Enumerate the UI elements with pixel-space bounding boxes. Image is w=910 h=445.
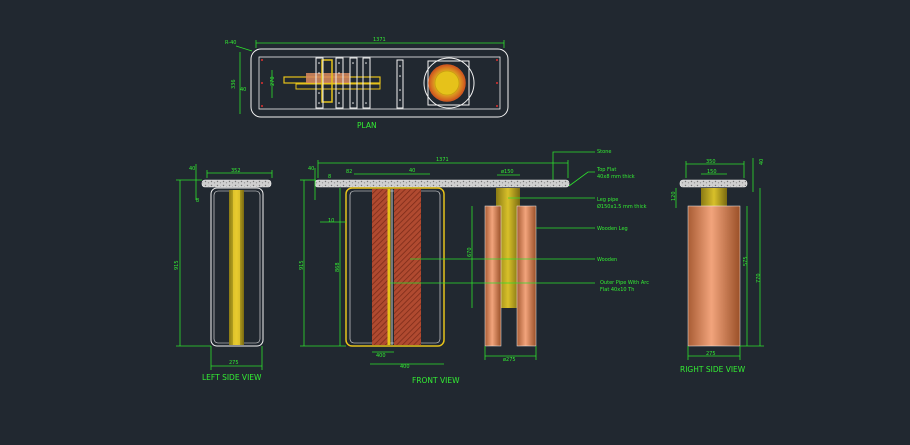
right-wooden-leg: [687, 205, 741, 347]
right-leg-pipe: [701, 188, 727, 208]
left-title: LEFT SIDE VIEW: [202, 373, 262, 382]
front-dim-thk: 40: [308, 166, 314, 172]
callout-outer-pipe-1: Outer Pipe With Arc: [600, 280, 649, 286]
callout-leg-pipe-1: Leg pipe: [597, 197, 618, 203]
front-title: FRONT VIEW: [412, 376, 460, 385]
left-dim-height: 915: [174, 260, 180, 270]
plan-inner-outline: [258, 56, 501, 110]
front-dim-a: 8: [328, 174, 331, 180]
front-view: 1371 40 8 82 40 ø150 915 868 10 400 400 …: [299, 157, 570, 385]
plan-title: PLAN: [357, 121, 377, 130]
front-dim-length: 1371: [436, 157, 449, 163]
left-frame: [210, 187, 264, 347]
front-wood-panel-1: [372, 189, 389, 345]
plan-view: 1371 R-40 336 40 270 PLAN: [225, 37, 509, 130]
callout-stone: Stone: [597, 149, 611, 155]
callout-top-flat-1: Top Flat: [596, 167, 616, 173]
front-dim-height: 915: [299, 260, 305, 270]
right-stone-top: [679, 179, 748, 188]
left-brass-core: [233, 190, 240, 345]
left-stone-top: [201, 179, 272, 188]
plan-bolt-dots: [261, 59, 498, 107]
front-wooden-leg-left: [484, 205, 502, 347]
plan-block-yellow: [321, 59, 333, 103]
plan-dim-length: 1371: [373, 37, 386, 43]
right-dim-thk: 40: [759, 159, 765, 165]
plan-dim-a: 40: [240, 87, 246, 93]
plan-block-copper: [306, 73, 350, 83]
right-dim-base: 275: [706, 351, 716, 357]
front-dim-frame: 868: [335, 262, 341, 272]
front-dim-outer: 400: [400, 364, 410, 370]
front-stone-top: [314, 179, 570, 188]
right-dim-leg-h: 575: [743, 256, 749, 266]
right-dim-total: 770: [756, 273, 762, 283]
plan-dim-radius: R-40: [225, 40, 236, 46]
front-left-frame: [345, 187, 445, 347]
front-dim-pipe: ø150: [501, 169, 514, 175]
left-dim-base: 275: [229, 360, 239, 366]
plan-dim-width: 336: [231, 79, 237, 89]
callouts: Stone Top Flat 40x8 mm thick Leg pipe Ø1…: [390, 149, 649, 293]
callout-wooden-leg: Wooden Leg: [597, 226, 628, 232]
right-dim-top: 350: [706, 159, 716, 165]
front-dim-leg-h: 670: [467, 247, 473, 257]
front-dim-10: 10: [328, 218, 334, 224]
front-wooden-leg-right: [516, 205, 537, 347]
front-wood-panel-2: [394, 189, 421, 345]
callout-wooden: Wooden: [597, 257, 617, 263]
left-side-view: 352 40 8 915 275 LEFT SIDE VIEW: [174, 164, 273, 382]
left-dim-thk: 40: [189, 166, 195, 172]
plan-slat-dots: [318, 62, 401, 104]
plan-leg-outer-circle: [423, 57, 475, 109]
front-dim-c: 40: [409, 168, 415, 174]
right-side-view: 350 150 40 120 575 770 275 RIGHT SIDE VI…: [671, 158, 765, 374]
plan-leg-core: [434, 70, 460, 96]
right-title: RIGHT SIDE VIEW: [680, 365, 746, 374]
left-dim-top: 352: [231, 168, 241, 174]
callout-leg-pipe-2: Ø150x1.5 mm thick: [597, 203, 647, 210]
front-dim-b: 82: [346, 169, 352, 175]
callout-outer-pipe-2: Flat 40x10 Th: [600, 287, 634, 293]
plan-leg-square: [427, 60, 470, 106]
plan-slats: [315, 57, 404, 109]
plan-bar-yellow-2: [295, 83, 381, 90]
front-dim-leg-w: ø275: [503, 357, 516, 363]
plan-dim-b: 270: [270, 76, 276, 86]
plan-outline: [250, 48, 509, 118]
right-dim-pipe: 150: [707, 169, 717, 175]
callout-top-flat-2: 40x8 mm thick: [597, 174, 635, 180]
front-dim-inner: 400: [376, 353, 386, 359]
left-dim-gap: 8: [196, 198, 199, 204]
right-dim-a: 120: [671, 191, 677, 201]
